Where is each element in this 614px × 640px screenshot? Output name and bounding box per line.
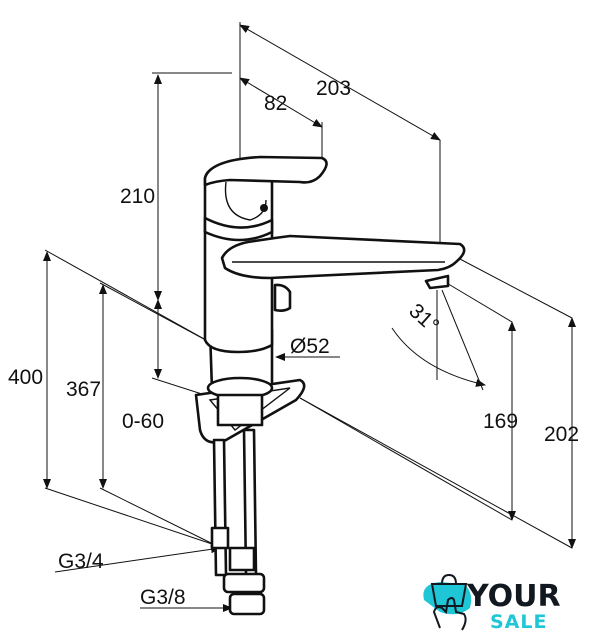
dim-connection-small: G3/8 — [140, 586, 186, 609]
dim-body-diameter: Ø52 — [290, 335, 330, 358]
hand-pointer-icon — [432, 597, 467, 631]
dim-spout-clearance: 169 — [483, 410, 518, 433]
dim-connection-large: G3/4 — [58, 550, 104, 573]
dim-swivel-angle: 31° — [404, 299, 443, 337]
dim-total-height: 400 — [8, 366, 43, 389]
dim-height-above-deck: 210 — [120, 185, 155, 208]
dimension-lines — [43, 24, 576, 612]
dim-hose-length: 367 — [66, 378, 101, 401]
yoursale-logo: YOUR SALE — [423, 573, 561, 633]
logo-text-sale: SALE — [490, 611, 547, 633]
extension-lines — [44, 22, 573, 549]
dim-overall-reach: 203 — [316, 77, 351, 100]
logo-text-your: YOUR — [466, 579, 561, 614]
dim-handle-reach: 82 — [264, 92, 287, 115]
shopping-bag-icon — [430, 583, 468, 607]
faucet-illustration — [194, 155, 466, 616]
dim-spout-top-height: 202 — [544, 423, 579, 446]
dim-deck-thickness: 0-60 — [122, 410, 164, 433]
